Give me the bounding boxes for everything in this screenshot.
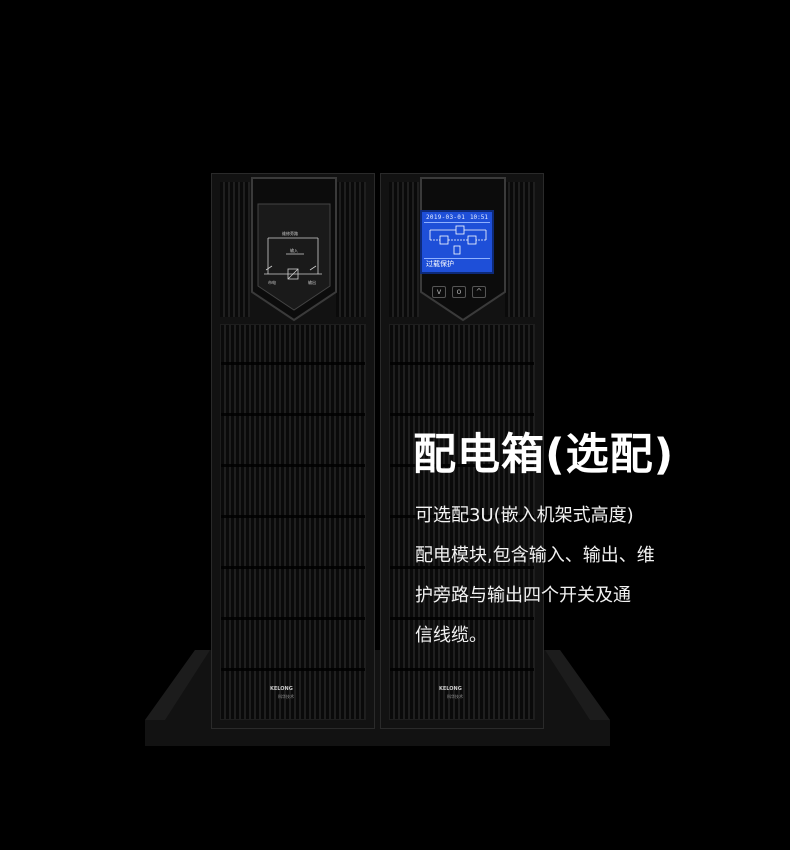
lcd-divider	[424, 222, 490, 223]
svg-text:市电: 市电	[268, 279, 276, 285]
brand-name: KELONG	[439, 686, 462, 692]
up-key-icon[interactable]: ^	[472, 286, 486, 298]
svg-text:输入: 输入	[290, 247, 298, 253]
description-line: 护旁路与输出四个开关及通	[415, 585, 631, 606]
lcd-screen: 2019-03-01 10:51 过载保护	[420, 210, 494, 274]
brand-tagline: 科华技术	[278, 694, 294, 699]
lcd-divider	[424, 258, 490, 259]
description-line: 可选配3U(嵌入机架式高度)	[415, 505, 634, 526]
description-line: 配电模块,包含输入、输出、维	[415, 545, 655, 566]
vent-grille	[336, 182, 366, 317]
lcd-time: 10:51	[469, 214, 488, 221]
lcd-power-flow-diagram	[429, 225, 487, 255]
feature-description: 可选配3U(嵌入机架式高度) 配电模块,包含输入、输出、维 护旁路与输出四个开关…	[415, 496, 685, 656]
down-key-icon[interactable]: v	[432, 286, 446, 298]
lcd-status-text: 过载保护	[426, 260, 454, 268]
lcd-date: 2019-03-01	[426, 214, 466, 221]
ups-cabinet-left: 维修旁路 输入 市电 输出 KELONG 科华技术	[211, 173, 375, 729]
keypad: v o ^	[430, 282, 486, 300]
distribution-panel: 维修旁路 输入 市电 输出	[248, 174, 340, 324]
vent-grille	[389, 182, 419, 317]
brand-tagline: 科华技术	[447, 694, 463, 699]
svg-text:输出: 输出	[308, 279, 316, 285]
description-line: 信线缆。	[415, 625, 487, 646]
vent-grille	[505, 182, 535, 317]
vent-grille	[220, 324, 366, 720]
ups-cabinet-right: 2019-03-01 10:51 过载保护 v o	[380, 173, 544, 729]
brand-name: KELONG	[270, 686, 293, 692]
brand-logo: KELONG 科华技术	[270, 686, 314, 700]
vent-grille	[220, 182, 250, 317]
enter-key-icon[interactable]: o	[452, 286, 466, 298]
brand-logo: KELONG 科华技术	[439, 686, 483, 700]
feature-headline: 配电箱(选配)	[413, 430, 675, 480]
vent-grille	[389, 324, 535, 720]
svg-text:维修旁路: 维修旁路	[282, 230, 298, 236]
